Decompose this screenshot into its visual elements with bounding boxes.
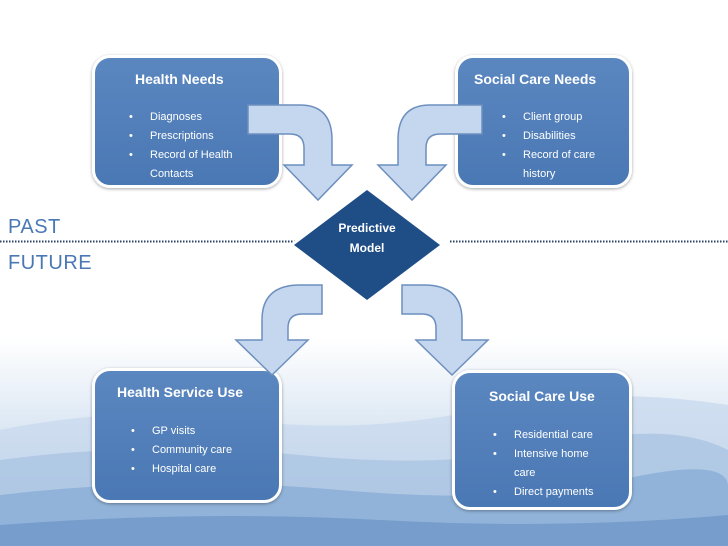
arrow-model-to-health-use [234,284,323,377]
model-line-1: Predictive [338,221,396,235]
predictive-model-diamond [289,186,445,304]
list-item: Record of care history [498,146,613,184]
timeline-divider [0,240,728,243]
social-care-needs-title: Social Care Needs [474,71,597,87]
social-care-use-list: Residential care Intensive home care Dir… [489,426,619,502]
health-needs-list: Diagnoses Prescriptions Record of Health… [125,108,265,184]
list-item: Intensive home care [489,445,609,483]
past-label: PAST [8,216,61,238]
list-item: Direct payments [489,483,619,502]
health-needs-title: Health Needs [135,71,224,87]
social-care-use-title: Social Care Use [489,388,595,404]
list-item: Disabilities [498,127,618,146]
social-care-needs-box: Social Care Needs Client group Disabilit… [455,55,632,188]
social-care-use-box: Social Care Use Residential care Intensi… [452,370,632,510]
list-item: Community care [127,441,267,460]
list-item: Prescriptions [125,127,265,146]
arrow-social-needs-to-model [376,104,483,202]
social-care-needs-list: Client group Disabilities Record of care… [498,108,618,184]
health-service-use-box: Health Service Use GP visits Community c… [92,368,282,503]
arrow-model-to-social-use [401,284,490,377]
health-service-use-title: Health Service Use [117,384,244,400]
list-item: Residential care [489,426,619,445]
model-line-2: Model [349,241,385,255]
arrow-health-needs-to-model [247,104,354,202]
list-item: Hospital care [127,460,267,479]
future-label: FUTURE [8,252,93,274]
predictive-model-label: Predictive Model [317,218,417,258]
list-item: Diagnoses [125,108,265,127]
list-item: Record of Health Contacts [125,146,260,184]
health-service-use-list: GP visits Community care Hospital care [127,422,267,479]
list-item: GP visits [127,422,267,441]
list-item: Client group [498,108,618,127]
